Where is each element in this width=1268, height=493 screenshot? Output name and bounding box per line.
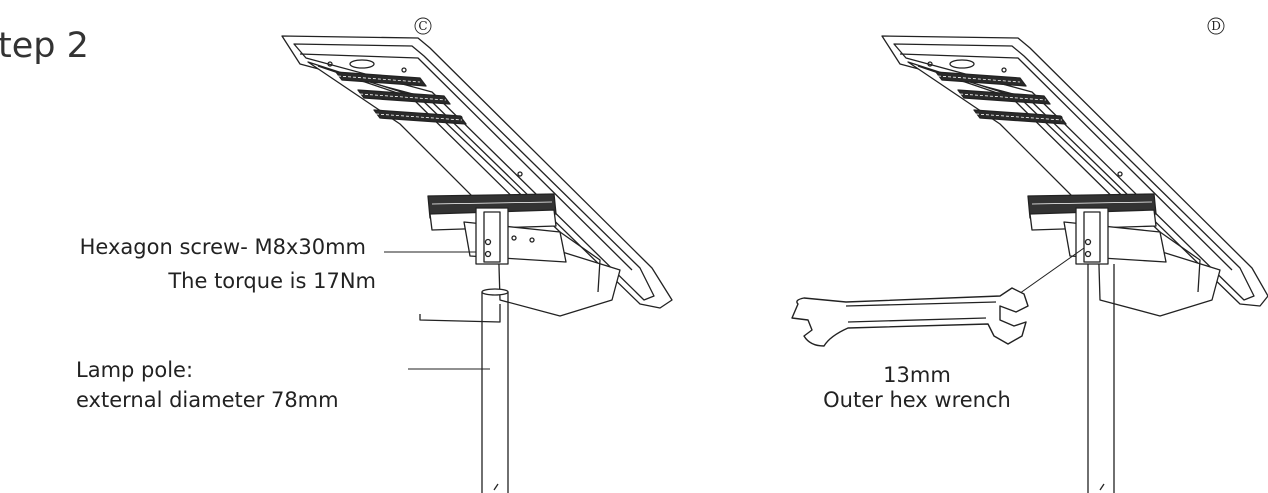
led-module-d — [935, 71, 1067, 125]
wrench-illustration — [791, 287, 1029, 347]
wrench-size-label: 13mm — [883, 363, 951, 387]
pole-diameter-label: external diameter 78mm — [76, 388, 339, 412]
bracket-d — [1027, 193, 1167, 265]
lamp-pole-d — [1087, 264, 1115, 493]
solar-lamp-d — [881, 35, 1268, 493]
led-module-c — [335, 71, 467, 125]
solar-lamp-c — [281, 35, 673, 493]
bracket-c — [427, 193, 567, 265]
step-title: tep 2 — [0, 26, 89, 66]
marker-d-text: D — [1211, 19, 1221, 33]
lamp-pole-c — [481, 288, 509, 493]
wrench-name-label: Outer hex wrench — [823, 388, 1011, 412]
marker-c-text: C — [418, 19, 427, 33]
screw-label: Hexagon screw- M8x30mm — [79, 235, 366, 259]
pole-label-title: Lamp pole: — [76, 358, 194, 382]
panel-marker-c: C — [414, 17, 432, 35]
panel-marker-d: D — [1207, 17, 1225, 35]
torque-label: The torque is 17Nm — [168, 269, 376, 293]
